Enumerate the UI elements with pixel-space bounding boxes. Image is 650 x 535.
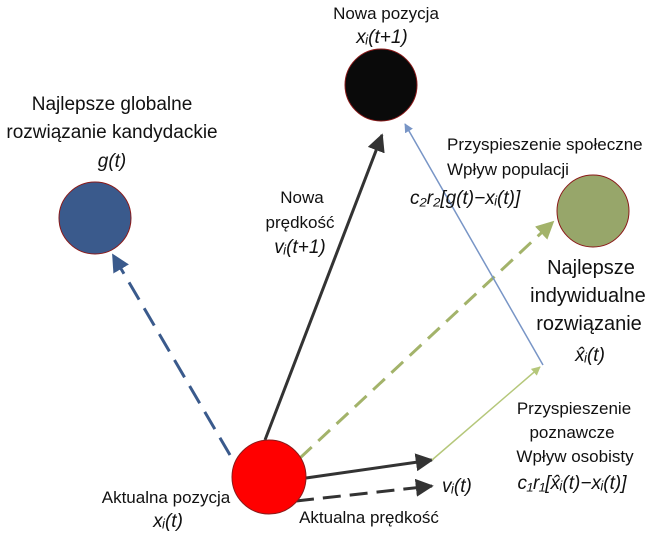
social-acceleration-label: Przyspieszenie społeczne [447,135,643,154]
global-best-math: g(t) [98,151,127,172]
current-velocity-label: Aktualna prędkość [299,508,439,527]
arrow-to-individual-best [298,220,555,460]
arrow-current-velocity [305,453,434,480]
new-position-math: xᵢ(t+1) [355,27,407,48]
cognitive-label-line2: poznawcze [529,423,614,442]
population-influence-label: Wpływ populacji [447,160,569,179]
current-position-node [231,439,307,515]
cognitive-acceleration-label: Przyspieszenie [517,399,631,418]
new-velocity-label-line2: prędkość [266,213,335,232]
arrow-to-global-best [111,253,232,456]
individual-best-math: x̂ᵢ(t) [574,345,605,366]
new-position-node [344,48,418,122]
arrow-current-velocity-dashed [295,478,434,503]
individual-best-label-line1: Najlepsze [547,257,635,279]
individual-best-label-line3: rozwiązanie [536,313,642,335]
arrow-new-velocity [263,133,385,441]
new-velocity-label-line1: Nowa [280,188,324,207]
current-position-math: xᵢ(t) [152,511,183,532]
cognitive-acceleration-math: c₁r₁[x̂ᵢ(t)−xᵢ(t)] [517,473,627,494]
individual-best-label-line2: indywidualne [530,285,646,307]
global-best-label-line2: rozwiązanie kandydackie [6,122,217,143]
individual-best-node [556,174,630,248]
line-cognitive-acceleration [431,366,541,461]
global-best-label-line1: Najlepsze globalne [32,94,193,115]
current-position-label: Aktualna pozycja [102,488,231,507]
line-social-acceleration [404,123,544,366]
new-velocity-math: vᵢ(t+1) [274,237,325,258]
new-position-label: Nowa pozycja [333,4,439,23]
personal-influence-label: Wpływ osobisty [516,447,634,466]
global-best-node [58,181,132,255]
social-acceleration-math: c₂r₂[g(t)−xᵢ(t)] [410,188,521,209]
current-velocity-math: vᵢ(t) [442,476,472,497]
